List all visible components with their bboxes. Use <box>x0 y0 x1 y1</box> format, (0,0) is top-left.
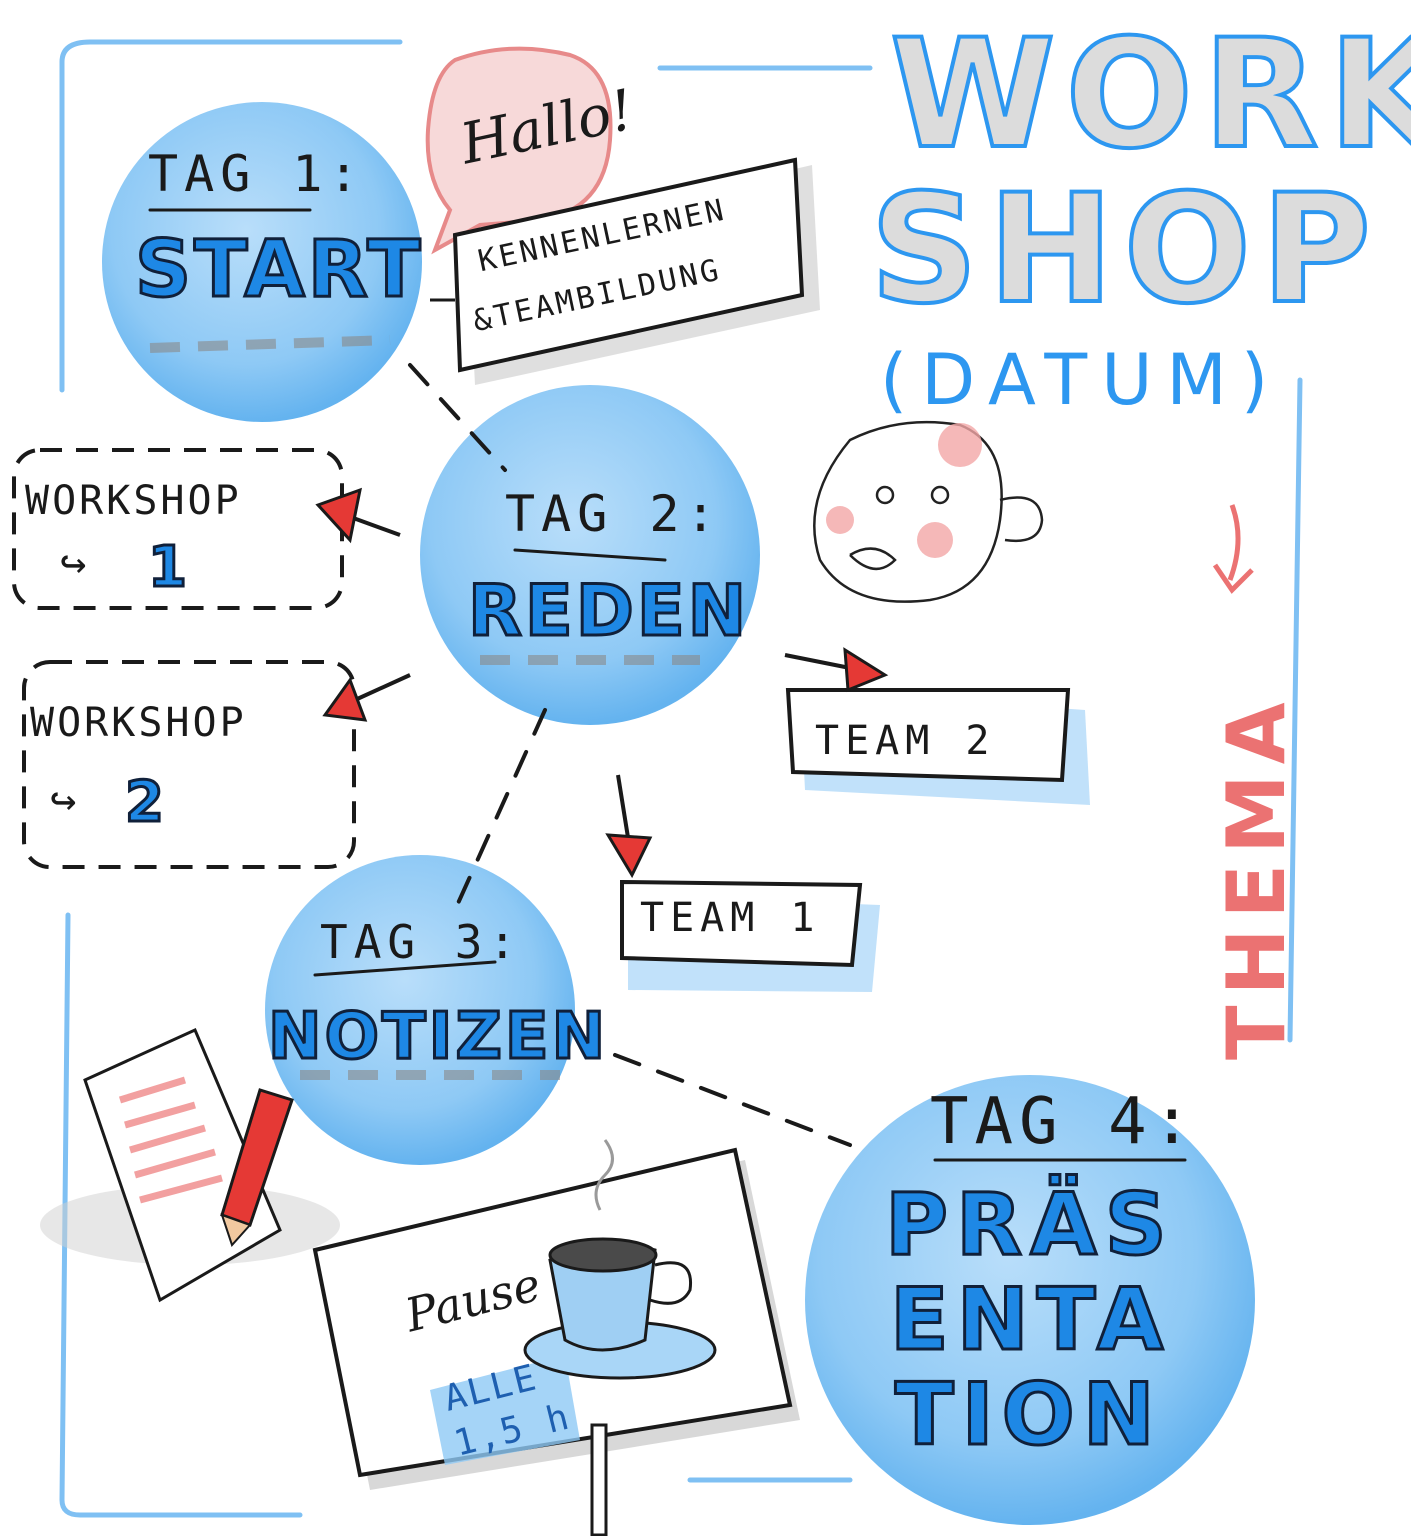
day2-label: TAG 2: <box>505 485 722 543</box>
workshop2-number: 2 <box>125 770 167 835</box>
subtitle-datum: (DATUM) <box>880 345 1282 415</box>
title-line-1: WORK <box>890 20 1411 170</box>
title-line-2: SHOP <box>870 175 1381 325</box>
workshop1-label: WORKSHOP <box>25 478 242 524</box>
team1-label: TEAM 1 <box>640 895 821 941</box>
workshop2-label: WORKSHOP <box>30 700 247 746</box>
side-label-thema: THEMA <box>1210 692 1303 1060</box>
thema-arrow <box>1215 505 1252 590</box>
day4-label: TAG 4: <box>930 1085 1197 1159</box>
workshop1-arrow-icon: ↪ <box>60 538 93 589</box>
day4-title-line3: TION <box>895 1365 1163 1465</box>
face-sketch-icon <box>814 422 1042 602</box>
day1-label: TAG 1: <box>148 145 365 203</box>
workshop2-arrow-icon: ↪ <box>50 775 83 826</box>
day1-title: START <box>135 225 423 315</box>
day2-title: REDEN <box>468 570 749 652</box>
day3-title: NOTIZEN <box>268 1000 608 1074</box>
day3-label: TAG 3: <box>320 915 522 969</box>
workshop1-number: 1 <box>148 535 190 600</box>
day4-title-line1: PRÄS <box>885 1175 1175 1275</box>
team2-label: TEAM 2 <box>815 718 996 764</box>
day4-title-line2: ENTA <box>890 1270 1171 1370</box>
